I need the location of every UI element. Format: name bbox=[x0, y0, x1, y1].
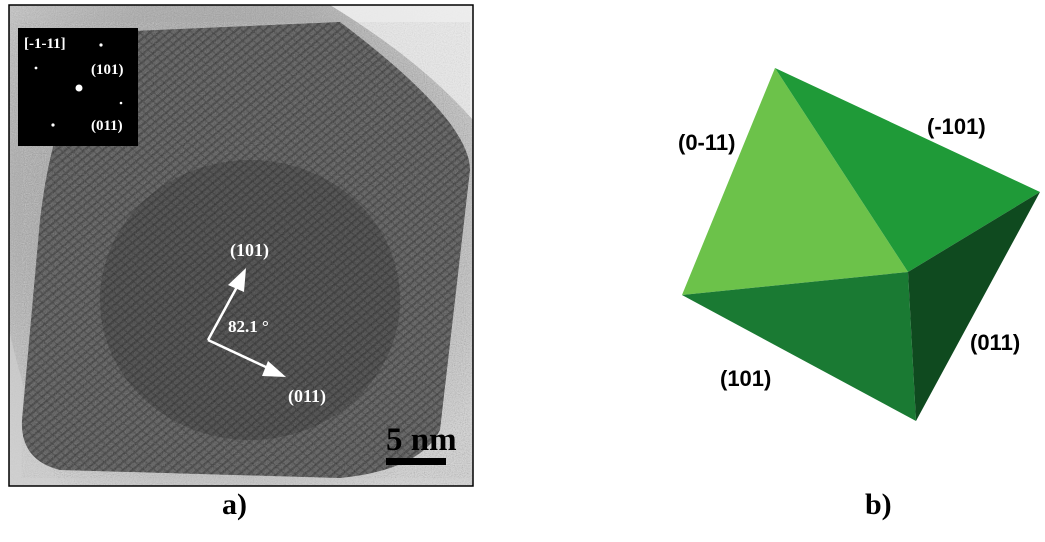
diffraction-spot bbox=[51, 123, 55, 127]
inset-label-011: (011) bbox=[91, 118, 123, 134]
diffraction-spot bbox=[75, 84, 83, 92]
inset-label-101: (101) bbox=[91, 62, 124, 78]
image-frame bbox=[8, 4, 474, 487]
face-011 bbox=[908, 192, 1040, 421]
arrow-label-011: (011) bbox=[288, 386, 326, 407]
diffraction-spot bbox=[99, 43, 103, 47]
face-label-011: (011) bbox=[970, 330, 1020, 355]
face-0-11 bbox=[682, 68, 908, 295]
face-101 bbox=[682, 272, 916, 421]
face-label-minus101: (-101) bbox=[927, 114, 986, 139]
face-label-0-11: (0-11) bbox=[678, 130, 735, 155]
caption-b: b) bbox=[865, 488, 892, 521]
scale-bar: 5 nm bbox=[386, 422, 457, 465]
diffraction-spot bbox=[119, 101, 123, 105]
face-label-101: (101) bbox=[720, 366, 771, 391]
arrow-label-101: (101) bbox=[230, 240, 269, 261]
diffraction-spot bbox=[34, 66, 38, 70]
octahedron bbox=[682, 68, 1040, 421]
tem-image-panel: [-1-11] (101) (011) (101) 82.1 ° (011) 5… bbox=[8, 4, 474, 487]
octahedron-panel: (0-11) (-101) (101) (011) bbox=[678, 68, 1040, 421]
face-minus101 bbox=[775, 68, 1040, 272]
zone-axis-label: [-1-11] bbox=[24, 36, 66, 52]
caption-a: a) bbox=[222, 488, 247, 521]
lattice-arrows bbox=[206, 268, 286, 377]
angle-label: 82.1 ° bbox=[228, 317, 269, 336]
scale-bar-label: 5 nm bbox=[386, 422, 457, 458]
diffraction-inset: [-1-11] (101) (011) bbox=[18, 28, 138, 146]
